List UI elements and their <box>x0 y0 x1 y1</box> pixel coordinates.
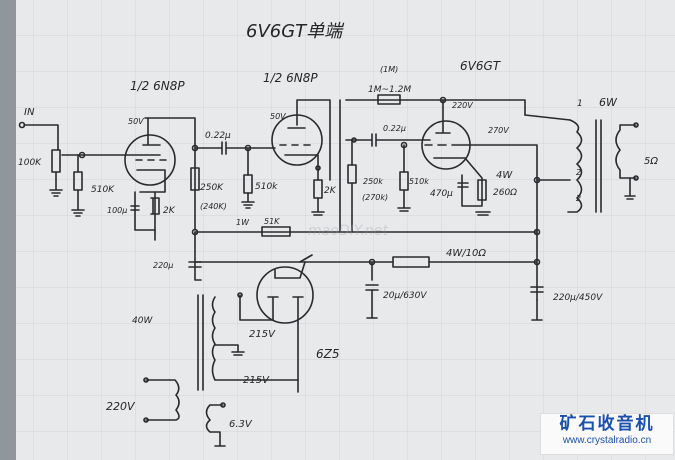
tube-6z5 <box>256 266 314 324</box>
label-cathode-res: 260Ω <box>493 188 517 198</box>
label-output-plate-res: 250k <box>363 177 383 186</box>
label-decouple-cap: 220μ <box>153 261 173 270</box>
label-tap2: 2 <box>576 194 581 203</box>
label-tap1: 2 <box>576 168 581 177</box>
label-output-coupling-cap: 0.22μ <box>383 124 406 133</box>
logo-chinese-text: 矿石收音机 <box>559 414 655 434</box>
schematic-title: 6V6GT单端 <box>246 21 345 42</box>
label-output-grid-res: 510k <box>409 177 429 186</box>
stage2-wiring <box>271 94 526 233</box>
label-output-plate-res-alt: (270k) <box>362 193 388 202</box>
label-decouple-power: 1W <box>236 218 250 227</box>
label-stage1-plate-res: 250K <box>200 183 224 193</box>
site-logo: 矿石收音机 www.crystalradio.cn <box>540 413 674 455</box>
label-output-plate-voltage: 220V <box>452 101 473 110</box>
label-heater: 6.3V <box>229 419 253 430</box>
label-stage1-cathode-res: 2K <box>163 206 176 216</box>
label-feedback-res-alt: (1M) <box>380 65 398 74</box>
label-hv2: 215V <box>243 375 270 386</box>
label-tap-top: 1 <box>577 99 583 109</box>
label-mains: 220V <box>106 400 136 413</box>
label-power-transformer: 40W <box>132 316 153 326</box>
label-rectifier: 6Z5 <box>316 347 340 361</box>
label-stage2-cathode-res: 2K <box>324 186 337 196</box>
label-stage1-cathode-cap: 100μ <box>107 206 127 215</box>
label-stage1-coupling-cap: 0.22μ <box>205 131 231 141</box>
label-stage1-plate-voltage: 50V <box>128 117 144 126</box>
label-hv1: 215V <box>249 329 276 340</box>
output-wiring <box>397 99 639 321</box>
label-tube-stage1: 1/2 6N8P <box>130 79 185 93</box>
label-feedback-res: 1M~1.2M <box>368 85 411 95</box>
label-tube-stage2: 1/2 6N8P <box>263 71 318 85</box>
label-screen-voltage: 270V <box>488 126 509 135</box>
watermark-center: maoDIY.net <box>308 223 388 239</box>
label-stage1-grid-res: 510K <box>91 185 115 195</box>
stage1-wiring <box>18 117 538 281</box>
label-pot: 100K <box>18 158 42 168</box>
label-decouple-res: 51K <box>264 217 280 226</box>
paper-edge <box>0 0 16 460</box>
label-stage2-plate-voltage: 50V <box>270 112 286 121</box>
label-filter-cap1: 20μ/630V <box>383 291 427 301</box>
label-stage1-plate-res-alt: (240K) <box>200 202 227 211</box>
label-output-cathode-cap: 470μ <box>430 189 453 199</box>
label-transformer-power: 6W <box>599 96 618 109</box>
tube-6n8p-1 <box>124 134 176 186</box>
label-output-tube: 6V6GT <box>460 59 502 73</box>
label-filter-res: 4W/10Ω <box>446 248 486 259</box>
power-wiring <box>143 254 538 447</box>
label-speaker: 5Ω <box>644 156 658 167</box>
label-cathode-res-power: 4W <box>496 170 513 181</box>
logo-url: www.crystalradio.cn <box>562 435 652 446</box>
label-filter-cap2: 220μ/450V <box>553 293 603 303</box>
label-input: IN <box>24 107 35 118</box>
label-stage2-grid-res: 510k <box>255 182 278 192</box>
